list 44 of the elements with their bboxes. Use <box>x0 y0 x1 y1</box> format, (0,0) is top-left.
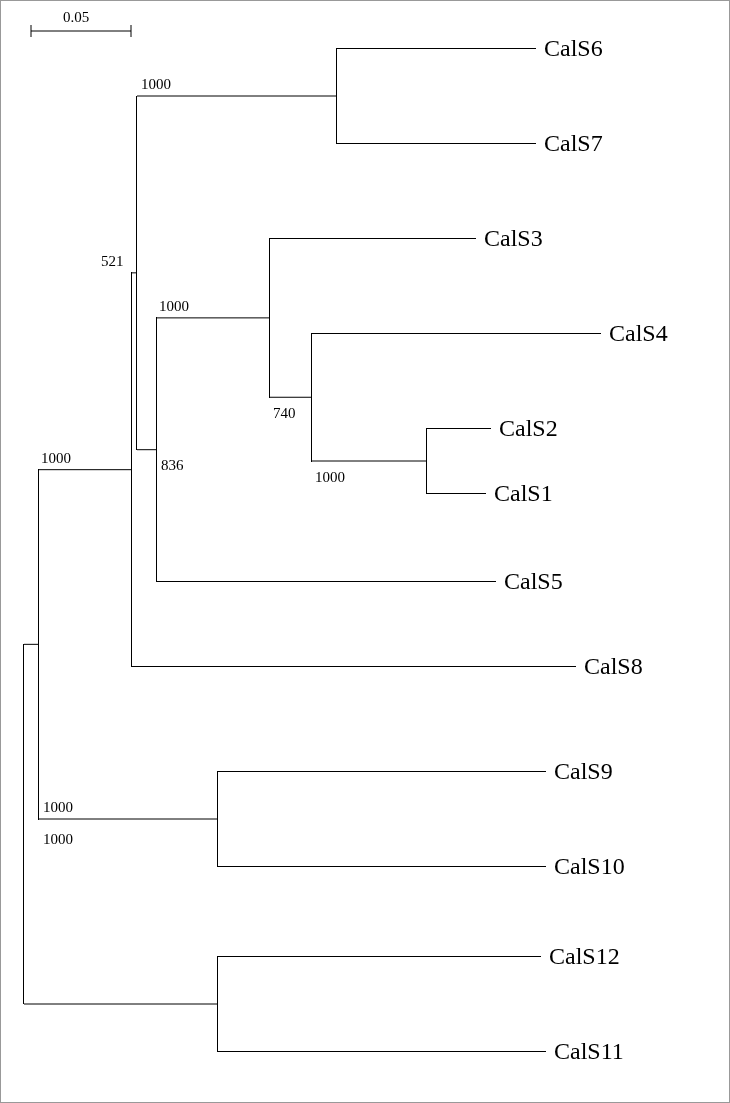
branch-line <box>131 272 137 274</box>
taxon-label: CalS8 <box>584 652 643 680</box>
taxon-label: CalS1 <box>494 479 553 507</box>
branch-line <box>336 143 537 144</box>
taxon-label: CalS12 <box>549 942 620 970</box>
taxon-label: CalS5 <box>504 567 563 595</box>
branch-line <box>426 428 492 429</box>
branch-line <box>156 317 270 319</box>
bootstrap-value: 1000 <box>141 76 171 92</box>
taxon-label: CalS10 <box>554 852 625 880</box>
bootstrap-value: 1000 <box>315 469 345 485</box>
branch-line <box>131 666 577 667</box>
bootstrap-value: 1000 <box>43 799 73 815</box>
branch-line <box>217 771 547 772</box>
bootstrap-value: 1000 <box>159 298 189 314</box>
branch-line <box>136 95 337 97</box>
branch-line <box>217 1051 547 1052</box>
branch-line <box>269 396 312 398</box>
branch-line <box>269 238 477 239</box>
taxon-label: CalS4 <box>609 319 668 347</box>
bootstrap-value: 836 <box>161 457 184 473</box>
branch-line <box>38 818 218 820</box>
branch-line <box>23 643 39 645</box>
bootstrap-value: 740 <box>273 405 296 421</box>
branch-line <box>217 956 542 957</box>
bootstrap-value: 1000 <box>41 450 71 466</box>
taxon-label: CalS2 <box>499 414 558 442</box>
taxon-label: CalS9 <box>554 757 613 785</box>
branch-line <box>336 48 537 49</box>
branch-line <box>311 460 427 462</box>
taxon-label: CalS3 <box>484 224 543 252</box>
branch-line <box>311 333 602 334</box>
branch-line <box>426 493 487 494</box>
scale-value: 0.05 <box>63 9 90 25</box>
branch-line <box>136 449 157 451</box>
taxon-label: CalS6 <box>544 34 603 62</box>
branch-line <box>156 581 497 582</box>
bootstrap-value: 521 <box>101 253 124 269</box>
taxon-label: CalS11 <box>554 1037 624 1065</box>
branch-line <box>217 866 547 867</box>
branch-line <box>38 469 132 471</box>
bootstrap-value: 1000 <box>43 831 73 847</box>
taxon-label: CalS7 <box>544 129 603 157</box>
branch-line <box>23 1003 218 1005</box>
